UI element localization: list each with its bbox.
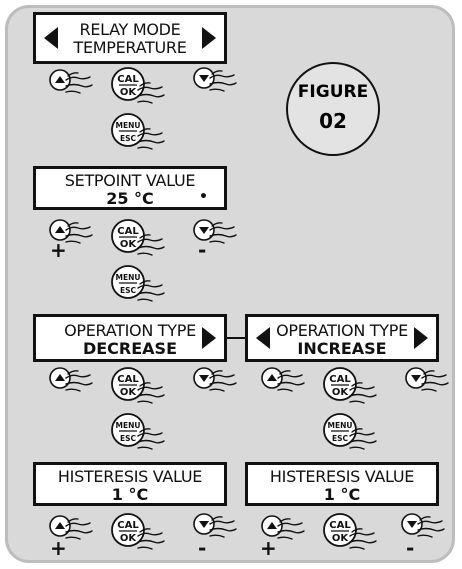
relay-mode-value: TEMPERATURE xyxy=(73,38,187,57)
operation-label: OPERATION TYPE xyxy=(64,321,196,340)
svg-text:ESC: ESC xyxy=(332,434,349,443)
hysteresis-label: HISTERESIS VALUE xyxy=(57,467,203,486)
plus-label: + xyxy=(50,536,67,560)
cal-ok-button[interactable]: CAL OK xyxy=(322,366,392,410)
hysteresis-right-value: 1 °C xyxy=(323,485,361,504)
menu-esc-button[interactable]: MENU ESC xyxy=(110,412,180,456)
hysteresis-label: HISTERESIS VALUE xyxy=(269,467,415,486)
up-button[interactable] xyxy=(48,366,108,400)
cal-ok-button[interactable]: CAL OK xyxy=(322,512,392,556)
cal-ok-button[interactable]: CAL OK xyxy=(110,366,180,410)
cal-ok-button[interactable]: CAL OK xyxy=(110,512,180,556)
menu-esc-button[interactable]: MENU ESC xyxy=(110,264,180,308)
figure-number: 02 xyxy=(319,109,347,133)
minus-label: - xyxy=(198,536,207,560)
relay-mode-screen: RELAY MODE TEMPERATURE xyxy=(33,12,227,64)
operation-increase-screen: OPERATION TYPE INCREASE xyxy=(245,314,439,362)
svg-text:OK: OK xyxy=(120,239,138,250)
down-button[interactable] xyxy=(404,366,462,400)
svg-text:CAL: CAL xyxy=(117,520,139,531)
svg-text:CAL: CAL xyxy=(117,374,139,385)
connector-line xyxy=(227,337,245,339)
setpoint-value: 25 °C xyxy=(106,189,154,208)
down-button[interactable] xyxy=(192,218,252,252)
hysteresis-right-screen: HISTERESIS VALUE 1 °C xyxy=(245,462,439,506)
svg-text:CAL: CAL xyxy=(117,74,139,85)
minus-label: - xyxy=(406,536,415,560)
up-button[interactable] xyxy=(260,366,320,400)
svg-text:MENU: MENU xyxy=(116,121,141,130)
down-button[interactable] xyxy=(192,66,252,100)
menu-esc-button[interactable]: MENU ESC xyxy=(322,412,392,456)
cal-ok-button[interactable]: CAL OK xyxy=(110,66,180,110)
svg-text:OK: OK xyxy=(120,533,138,544)
svg-text:CAL: CAL xyxy=(329,520,351,531)
up-button[interactable] xyxy=(260,514,320,548)
svg-text:OK: OK xyxy=(120,87,138,98)
plus-label: + xyxy=(260,536,277,560)
hysteresis-left-value: 1 °C xyxy=(111,485,149,504)
down-button[interactable] xyxy=(400,512,460,546)
svg-text:ESC: ESC xyxy=(120,286,137,295)
minus-label: - xyxy=(198,238,207,262)
hysteresis-left-screen: HISTERESIS VALUE 1 °C xyxy=(33,462,227,506)
up-button[interactable] xyxy=(48,218,108,252)
menu-esc-button[interactable]: MENU ESC xyxy=(110,112,180,156)
left-arrow-icon xyxy=(256,327,270,349)
operation-increase-value: INCREASE xyxy=(297,339,387,358)
operation-decrease-screen: OPERATION TYPE DECREASE xyxy=(33,314,227,362)
operation-decrease-value: DECREASE xyxy=(82,339,178,358)
svg-text:CAL: CAL xyxy=(117,226,139,237)
cal-ok-button[interactable]: CAL OK xyxy=(110,218,180,262)
setpoint-indicator: • xyxy=(199,189,208,205)
left-arrow-icon xyxy=(44,27,58,49)
right-arrow-icon xyxy=(202,327,216,349)
svg-text:OK: OK xyxy=(120,387,138,398)
up-button[interactable] xyxy=(48,514,108,548)
svg-text:OK: OK xyxy=(332,387,350,398)
svg-text:ESC: ESC xyxy=(120,134,137,143)
svg-text:OK: OK xyxy=(332,533,350,544)
svg-text:MENU: MENU xyxy=(116,273,141,282)
svg-text:MENU: MENU xyxy=(328,421,353,430)
setpoint-label: SETPOINT VALUE xyxy=(64,171,196,190)
figure-badge: FIGURE 02 xyxy=(286,62,380,156)
figure-title: FIGURE xyxy=(297,82,369,102)
right-arrow-icon xyxy=(202,27,216,49)
down-button[interactable] xyxy=(192,512,252,546)
up-button[interactable] xyxy=(48,68,108,102)
setpoint-screen: SETPOINT VALUE 25 °C • xyxy=(33,166,227,210)
right-arrow-icon xyxy=(414,327,428,349)
down-button[interactable] xyxy=(192,366,252,400)
svg-text:MENU: MENU xyxy=(116,421,141,430)
operation-label: OPERATION TYPE xyxy=(276,321,408,340)
relay-mode-label: RELAY MODE xyxy=(79,20,181,39)
svg-text:CAL: CAL xyxy=(329,374,351,385)
svg-text:ESC: ESC xyxy=(120,434,137,443)
plus-label: + xyxy=(50,238,67,262)
